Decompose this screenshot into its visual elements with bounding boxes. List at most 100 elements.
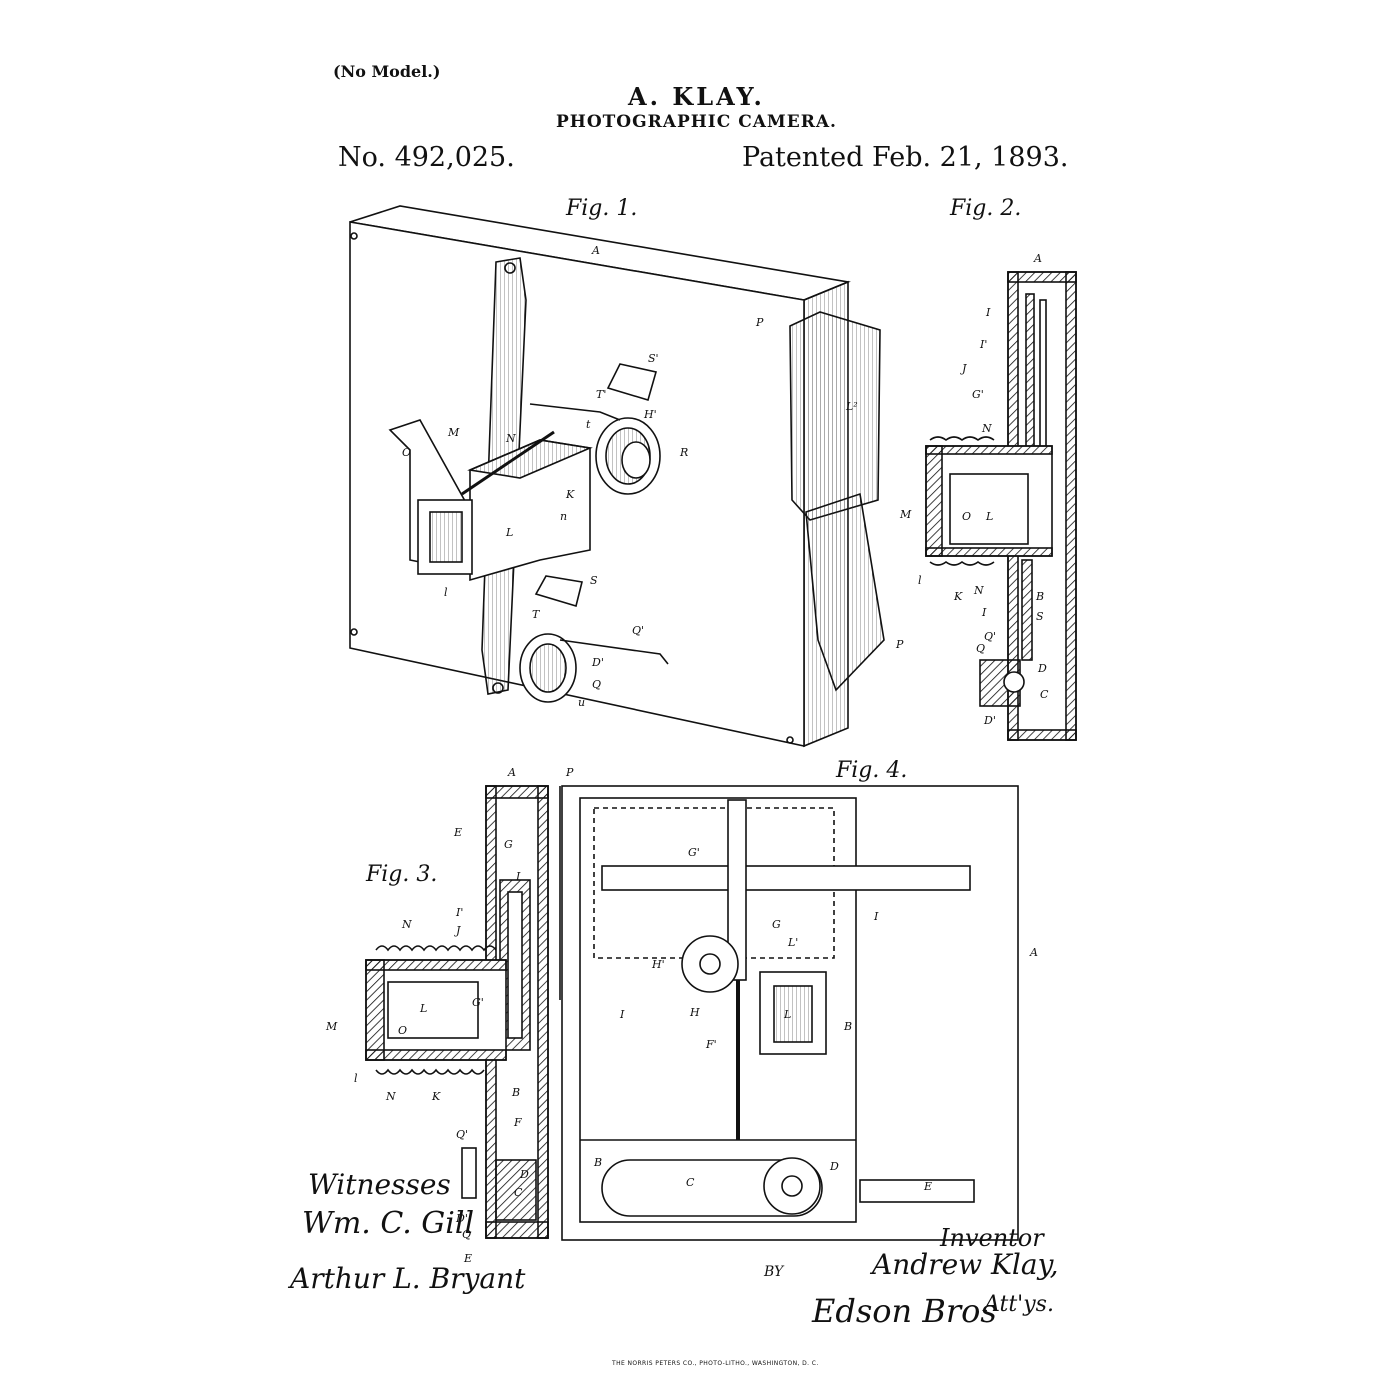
svg-text:C: C (1040, 688, 1049, 701)
svg-text:I: I (515, 870, 521, 883)
fig2-drawing (925, 271, 1077, 741)
inventor-label: Inventor (940, 1224, 1044, 1252)
svg-text:Q: Q (462, 1228, 471, 1241)
svg-text:N: N (973, 584, 984, 597)
svg-text:E: E (463, 1252, 472, 1265)
svg-text:J: J (454, 924, 461, 937)
svg-text:Q: Q (592, 678, 601, 691)
svg-text:O: O (398, 1024, 407, 1037)
patent-title: PHOTOGRAPHIC CAMERA. (556, 112, 837, 132)
svg-text:D: D (1037, 662, 1047, 675)
svg-text:l: l (354, 1072, 358, 1085)
svg-text:A: A (591, 244, 600, 257)
svg-text:Q': Q' (984, 630, 996, 643)
svg-text:B: B (1035, 590, 1044, 603)
svg-text:J: J (960, 362, 967, 375)
svg-text:G': G' (688, 846, 700, 859)
svg-text:O: O (962, 510, 971, 523)
svg-text:L: L (783, 1008, 791, 1021)
svg-text:S': S' (648, 352, 659, 365)
svg-text:N: N (981, 422, 992, 435)
svg-text:C: C (514, 1186, 523, 1199)
fig1-label: Fig. 1. (566, 196, 638, 221)
patent-date: Patented Feb. 21, 1893. (742, 142, 1069, 173)
printer-credit: THE NORRIS PETERS CO., PHOTO-LITHO., WAS… (612, 1360, 819, 1367)
svg-text:n: n (560, 510, 567, 523)
svg-text:C: C (686, 1176, 695, 1189)
svg-text:H': H' (651, 958, 665, 971)
svg-text:L: L (505, 526, 513, 539)
svg-text:B: B (593, 1156, 602, 1169)
svg-text:L: L (985, 510, 993, 523)
svg-text:L': L' (787, 936, 798, 949)
svg-text:B: B (843, 1020, 852, 1033)
svg-text:I: I (619, 1008, 625, 1021)
svg-text:O: O (402, 446, 411, 459)
fig2-label: Fig. 2. (950, 196, 1022, 221)
svg-text:G: G (504, 838, 513, 851)
fig1-reference-letters: A P M N O L K n l T S' H' R t L² P S T' … (402, 244, 904, 709)
svg-text:T: T (532, 608, 541, 621)
svg-text:A: A (1029, 946, 1038, 959)
witness-signature-1: Wm. C. Gill (302, 1206, 475, 1241)
svg-text:E: E (923, 1180, 932, 1193)
svg-text:u: u (578, 696, 585, 709)
inventor-heading: A. KLAY. (628, 82, 765, 111)
svg-text:L: L (419, 1002, 427, 1015)
svg-text:D': D' (983, 714, 996, 727)
svg-text:I: I (985, 306, 991, 319)
svg-text:D': D' (455, 1212, 468, 1225)
svg-text:E: E (453, 826, 462, 839)
svg-text:H': H' (643, 408, 657, 421)
inventor-signature: Andrew Klay, (872, 1248, 1059, 1281)
svg-text:P: P (755, 316, 764, 329)
svg-text:N: N (385, 1090, 396, 1103)
svg-text:I': I' (979, 338, 987, 351)
svg-text:N: N (505, 432, 516, 445)
fig3-label: Fig. 3. (366, 862, 438, 887)
witnesses-label: Witnesses (308, 1168, 451, 1201)
svg-text:F: F (513, 1116, 522, 1129)
svg-text:D: D (519, 1168, 529, 1181)
svg-text:l: l (444, 586, 448, 599)
svg-text:H: H (689, 1006, 700, 1019)
fig4-reference-letters: G' I G L' H' L I H F' B A B C D E (593, 846, 1038, 1193)
by-label: BY (764, 1264, 784, 1280)
svg-text:A: A (507, 766, 516, 779)
svg-text:G: G (772, 918, 781, 931)
fig4-label: Fig. 4. (836, 758, 908, 783)
fig4-drawing (559, 785, 1019, 1241)
svg-text:I': I' (455, 906, 463, 919)
svg-text:l: l (918, 574, 922, 587)
svg-text:L²: L² (845, 400, 858, 413)
attorneys-signature: Edson Bros (812, 1292, 997, 1330)
svg-text:D: D (829, 1160, 839, 1173)
svg-text:N: N (401, 918, 412, 931)
svg-text:K: K (431, 1090, 441, 1103)
svg-text:F': F' (705, 1038, 717, 1051)
fig2-reference-letters: A I I' J G' N M O L l K N I B S Q' Q D C… (899, 252, 1049, 727)
patent-number: No. 492,025. (338, 142, 515, 173)
svg-text:P: P (565, 766, 574, 779)
witness-signature-2: Arthur L. Bryant (290, 1262, 526, 1295)
svg-text:K: K (953, 590, 963, 603)
svg-text:t: t (586, 418, 591, 431)
svg-text:B: B (511, 1086, 520, 1099)
svg-text:T': T' (596, 388, 606, 401)
fig3-reference-letters: A P E G I I' J N M O L G' l N K B F Q' D… (325, 766, 574, 1265)
svg-text:K: K (565, 488, 575, 501)
svg-text:P: P (895, 638, 904, 651)
svg-text:Q': Q' (456, 1128, 468, 1141)
svg-text:S: S (590, 574, 598, 587)
fig3-drawing (365, 785, 549, 1239)
svg-text:G': G' (472, 996, 484, 1009)
svg-text:M: M (899, 508, 912, 521)
svg-text:G': G' (972, 388, 984, 401)
svg-text:S: S (1036, 610, 1044, 623)
svg-text:I: I (873, 910, 879, 923)
svg-text:M: M (325, 1020, 338, 1033)
svg-text:Q': Q' (632, 624, 644, 637)
svg-text:Q: Q (976, 642, 985, 655)
svg-text:M: M (447, 426, 460, 439)
